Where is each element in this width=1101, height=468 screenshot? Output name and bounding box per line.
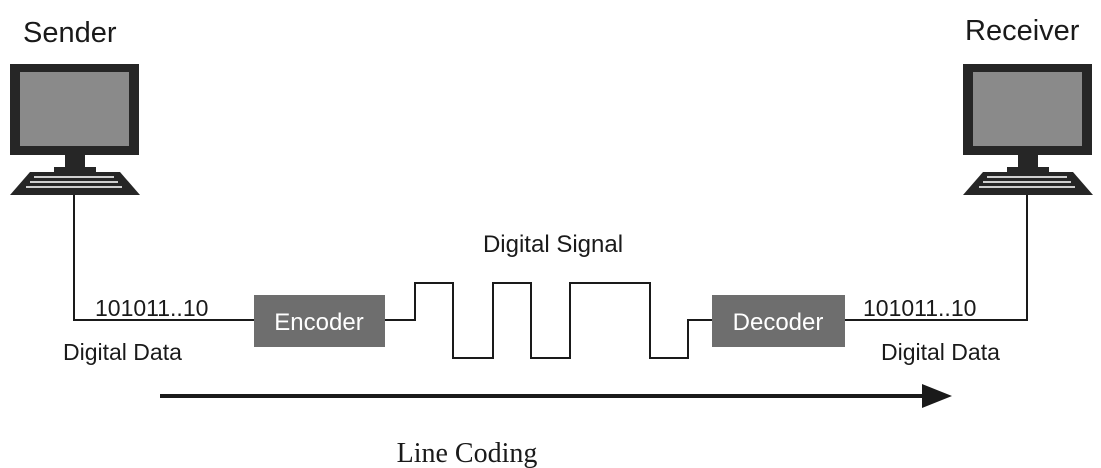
decoder-label: Decoder <box>733 309 824 336</box>
digital-signal-waveform <box>385 282 712 359</box>
line-coding-label: Line Coding <box>397 438 538 468</box>
encoder-box: Encoder <box>254 295 385 347</box>
receiver-computer-icon <box>963 64 1093 195</box>
encoder-label: Encoder <box>274 309 363 336</box>
sender-data-label: Digital Data <box>63 339 182 365</box>
receiver-bits: 101011..10 <box>863 295 976 321</box>
receiver-title: Receiver <box>965 15 1080 47</box>
sender-to-encoder-line <box>73 195 254 321</box>
sender-title: Sender <box>23 17 117 49</box>
sender-bits: 101011..10 <box>95 295 208 321</box>
decoder-to-receiver-line <box>845 195 1028 321</box>
decoder-box: Decoder <box>712 295 845 347</box>
sender-computer-icon <box>10 64 140 195</box>
digital-signal-label: Digital Signal <box>483 231 623 258</box>
connection-lines <box>73 195 1028 321</box>
receiver-data-label: Digital Data <box>881 339 1000 365</box>
direction-arrow <box>160 384 952 408</box>
